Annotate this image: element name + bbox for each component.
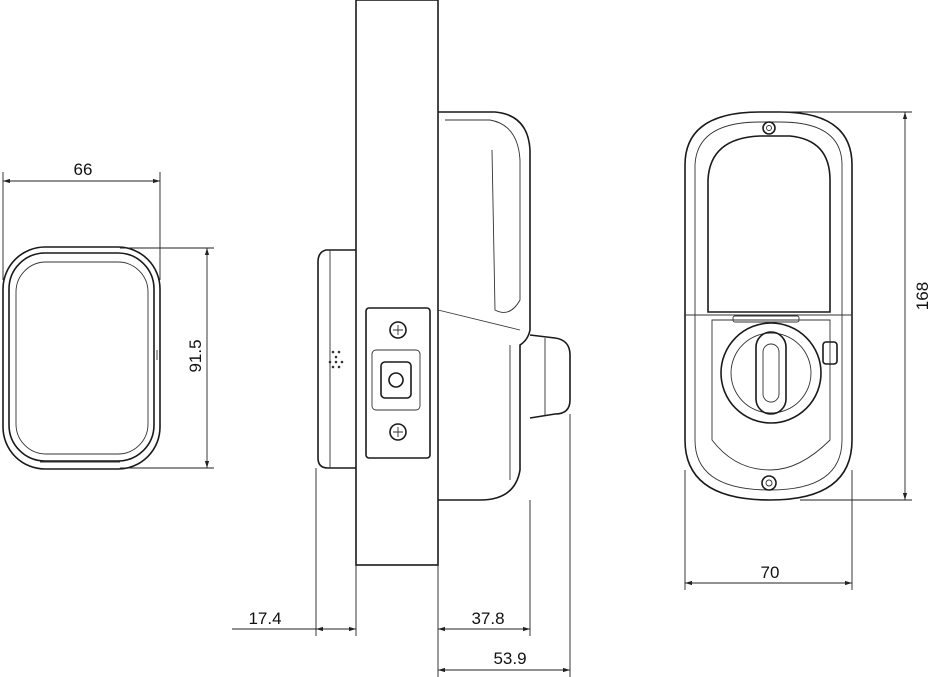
- front-keypad-view: [2, 246, 161, 470]
- dimension-label-168: 168: [913, 282, 932, 310]
- screw-icon: [389, 423, 407, 441]
- dimension-knob-depth: 53.9: [438, 414, 571, 677]
- dimension-front-width: 66: [2, 160, 161, 280]
- dimension-rear-width: 70: [684, 470, 853, 590]
- dimension-keypad-depth: 17.4: [232, 468, 357, 636]
- speaker-holes-icon: [328, 350, 344, 369]
- dimension-label-66: 66: [74, 160, 93, 179]
- dimension-front-height: 91.5: [120, 247, 214, 469]
- dimension-body-depth: 37.8: [437, 500, 531, 677]
- screw-icon: [761, 475, 777, 491]
- dimension-label-17-4: 17.4: [248, 609, 281, 628]
- screw-icon: [389, 321, 407, 339]
- side-view: [317, 0, 571, 566]
- dimension-rear-height: 168: [780, 111, 932, 501]
- dimension-label-53-9: 53.9: [493, 649, 526, 668]
- rear-view: [684, 111, 853, 501]
- dimension-label-91-5: 91.5: [186, 339, 205, 372]
- dimension-label-37-8: 37.8: [471, 609, 504, 628]
- dimension-label-70: 70: [761, 563, 780, 582]
- screw-icon: [762, 121, 776, 135]
